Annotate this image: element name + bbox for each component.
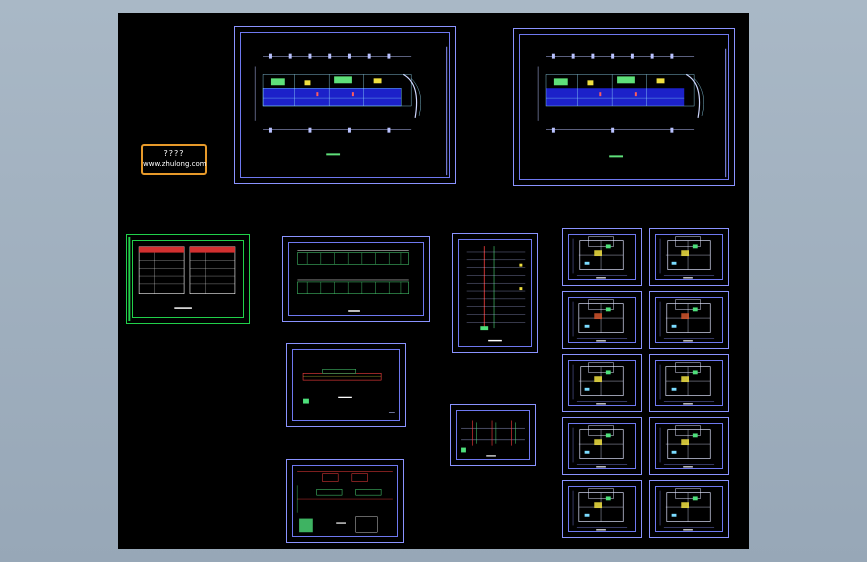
logo-line-2: www.zhulong.com <box>143 160 207 168</box>
unit-plan-drawing <box>659 362 715 405</box>
unit-plan-drawing <box>659 488 715 531</box>
sheet-unit-plan-2[interactable] <box>649 228 729 286</box>
floor-plan-1-drawing <box>254 46 448 176</box>
sheet-border <box>655 297 723 343</box>
sheet-border <box>655 423 723 469</box>
sheet-unit-plan-6[interactable] <box>649 354 729 412</box>
sheet-floor-plan-2[interactable] <box>513 28 735 186</box>
unit-plan-drawing <box>659 236 715 279</box>
sheet-unit-plan-1[interactable] <box>562 228 642 286</box>
sheet-border <box>519 34 729 180</box>
sheet-border <box>292 349 400 421</box>
sheet-floor-plan-1[interactable] <box>234 26 456 184</box>
sheet-elevation[interactable] <box>282 236 430 322</box>
logo-line-1: ???? <box>163 149 185 158</box>
sheet-border <box>288 242 424 316</box>
sheet-border <box>568 234 636 280</box>
elevation-drawing <box>297 250 409 312</box>
sheet-unit-plan-4[interactable] <box>649 291 729 349</box>
legend-table-drawing <box>128 236 236 322</box>
unit-plan-drawing <box>572 488 628 531</box>
sheet-border <box>568 486 636 532</box>
sheet-detail-1[interactable] <box>286 343 406 427</box>
sheet-legend-table[interactable] <box>126 234 250 324</box>
unit-plan-drawing <box>659 425 715 468</box>
sheet-border <box>655 360 723 406</box>
sheet-unit-plan-5[interactable] <box>562 354 642 412</box>
sheet-unit-plan-7[interactable] <box>562 417 642 475</box>
sheet-border <box>568 360 636 406</box>
sheet-riser-diagram[interactable] <box>452 233 538 353</box>
unit-plan-drawing <box>572 362 628 405</box>
cad-model-space[interactable]: ???? www.zhulong.com <box>118 13 749 549</box>
sheet-border <box>568 297 636 343</box>
sheet-border <box>458 239 532 347</box>
zhulong-watermark-logo: ???? www.zhulong.com <box>141 144 207 175</box>
sheet-detail-2[interactable] <box>450 404 536 466</box>
sheet-unit-plan-8[interactable] <box>649 417 729 475</box>
sheet-unit-plan-3[interactable] <box>562 291 642 349</box>
sheet-unit-plan-9[interactable] <box>562 480 642 538</box>
sheet-border <box>132 240 244 318</box>
sheet-detail-3[interactable] <box>286 459 404 543</box>
sheet-border <box>655 234 723 280</box>
detail-2-drawing <box>461 420 525 457</box>
riser-diagram-drawing <box>466 246 526 342</box>
sheet-unit-plan-10[interactable] <box>649 480 729 538</box>
sheet-border <box>655 486 723 532</box>
unit-plan-drawing <box>572 425 628 468</box>
detail-1-drawing <box>302 369 395 413</box>
sheet-border <box>292 465 398 537</box>
unit-plan-drawing <box>659 299 715 342</box>
floor-plan-2-drawing <box>537 48 727 178</box>
unit-plan-drawing <box>572 299 628 342</box>
unit-plan-drawing <box>572 236 628 279</box>
detail-3-drawing <box>296 471 393 533</box>
sheet-border <box>568 423 636 469</box>
sheet-border <box>456 410 530 460</box>
sheet-border <box>240 32 450 178</box>
